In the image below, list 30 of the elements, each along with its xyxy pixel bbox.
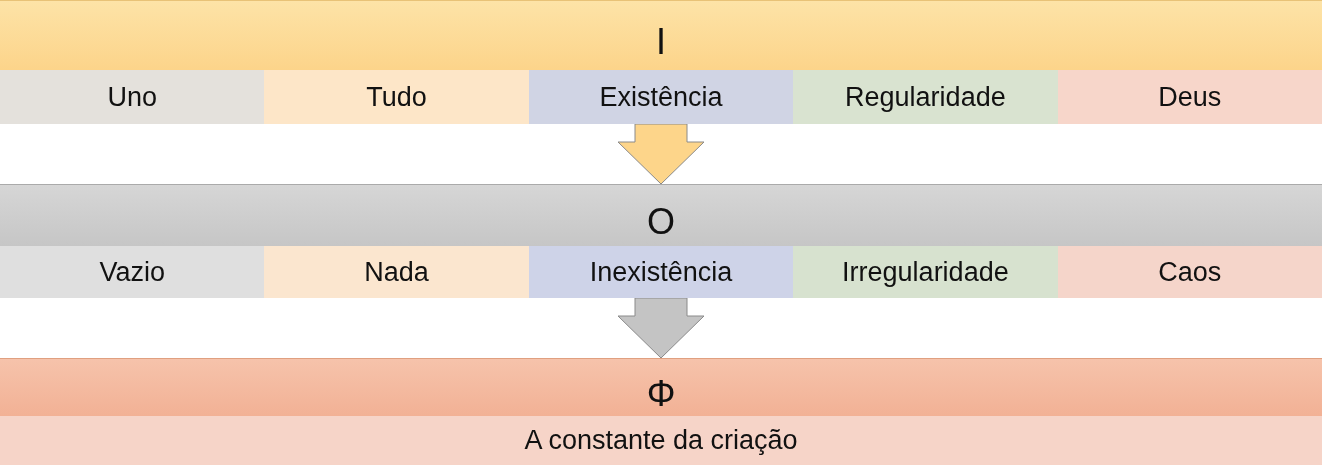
category-cell	[1057, 70, 1322, 124]
cell-label: Irregularidade	[842, 256, 1009, 288]
cell-label: Vazio	[99, 256, 165, 288]
block-arrow	[617, 297, 705, 359]
cell-label: Tudo	[366, 81, 427, 113]
band-header	[0, 0, 1322, 70]
caption-band	[0, 416, 1322, 465]
cell-label: Inexistência	[589, 256, 733, 288]
category-cell	[0, 70, 265, 124]
category-cell	[528, 70, 794, 124]
category-cell	[528, 246, 794, 298]
block-arrow	[617, 123, 705, 185]
cell-label: Deus	[1158, 81, 1222, 113]
band-header	[0, 358, 1322, 416]
cell-label: Nada	[364, 256, 429, 288]
band-symbol: O	[647, 200, 675, 243]
category-cell	[0, 246, 265, 298]
category-cell	[264, 70, 529, 124]
cell-label: Uno	[107, 81, 157, 113]
category-cell	[793, 246, 1058, 298]
category-cell	[264, 246, 529, 298]
category-cell	[793, 70, 1058, 124]
category-cell	[1057, 246, 1322, 298]
band-symbol: Φ	[646, 372, 676, 415]
cell-label: A constante da criação	[524, 425, 798, 456]
cell-label: Existência	[599, 81, 723, 113]
cell-label: Caos	[1158, 256, 1222, 288]
cell-label: Regularidade	[845, 81, 1006, 113]
band-symbol: I	[656, 20, 666, 63]
band-header	[0, 184, 1322, 246]
